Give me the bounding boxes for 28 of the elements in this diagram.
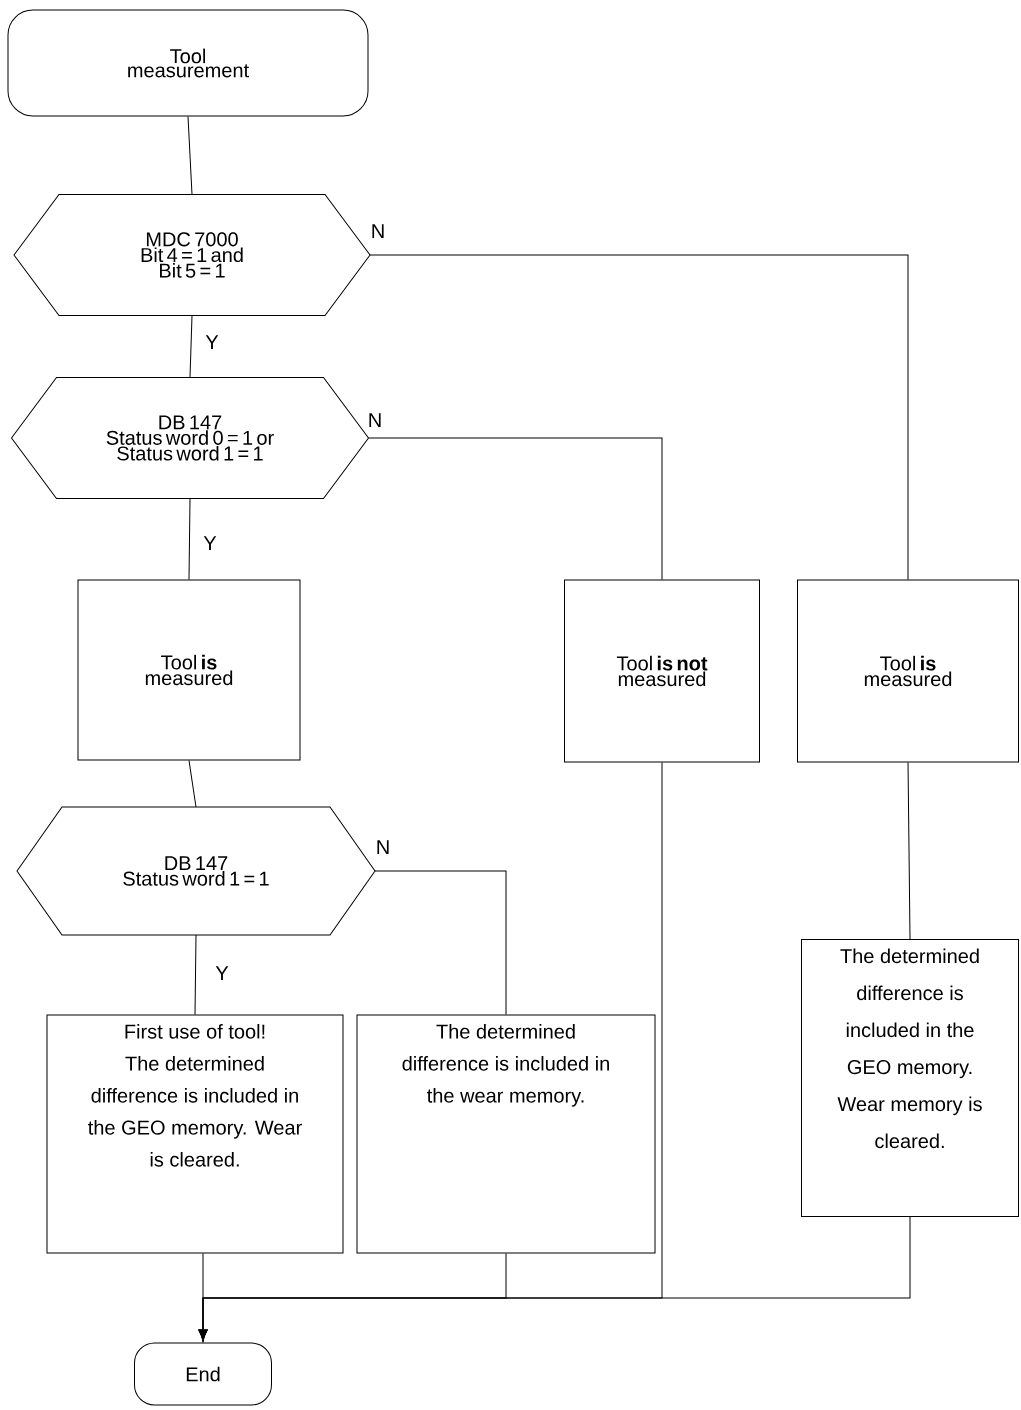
connector	[188, 760, 197, 808]
connector	[198, 1216, 911, 1341]
connector	[374, 870, 507, 1015]
process-box: Tool is not measured	[564, 579, 760, 763]
process-box: Tool is measured	[77, 579, 301, 761]
connector	[189, 315, 193, 378]
process-box: First use of tool! The determined difference is included in the GEO memory. Wear is cleared.	[46, 1014, 344, 1254]
decision-hexagon: DB 147 Status word 0 = 1 or Status word 1 = 1	[11, 377, 369, 499]
connector	[187, 116, 193, 195]
terminal-box: End	[134, 1342, 272, 1406]
decision-hexagon: DB 147 Status word 1 = 1	[16, 806, 376, 936]
process-box: The determined difference is included in the wear memory.	[356, 1014, 656, 1254]
connector	[194, 934, 197, 1015]
process-box: Tool is measured	[797, 579, 1019, 763]
terminal-box: Tool measurement	[7, 9, 369, 117]
edge-label: N	[366, 412, 384, 428]
edge-label: Y	[204, 334, 220, 350]
edge-label: Y	[202, 535, 218, 551]
connector	[369, 254, 909, 580]
edge-label: Y	[214, 965, 230, 981]
edge-label: N	[374, 839, 392, 855]
connector	[188, 498, 191, 580]
process-box: The determined difference is included in the GEO memory. Wear memory is cleared.	[801, 939, 1019, 1217]
connector	[368, 437, 663, 580]
connector	[907, 762, 911, 940]
edge-label: N	[369, 223, 387, 239]
decision-hexagon: MDC 7000 Bit 4 = 1 and Bit 5 = 1	[13, 194, 371, 316]
connector	[202, 1253, 204, 1343]
